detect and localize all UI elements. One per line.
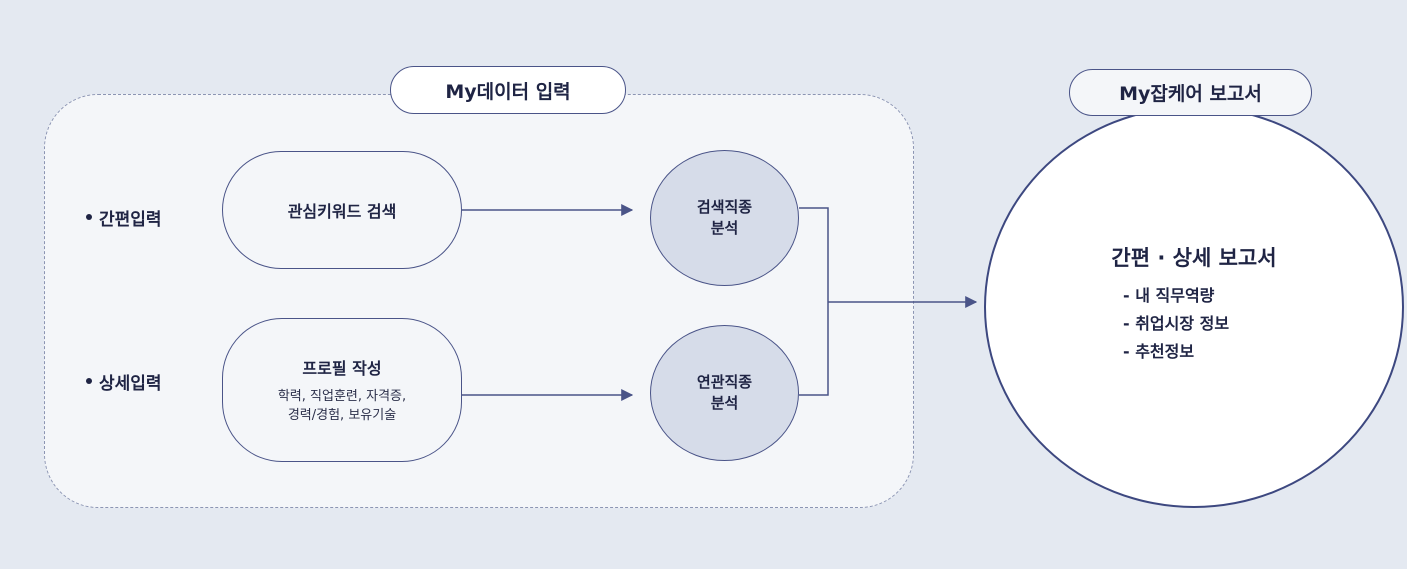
row-label-simple: 간편입력 [86,205,162,230]
analysis-related-occupation: 연관직종 분석 [650,325,799,461]
report-item: - 내 직무역량 [1123,286,1215,305]
report-item: - 취업시장 정보 [1123,314,1230,333]
analysis-search-occupation: 검색직종 분석 [650,150,799,286]
bracket-merge [799,207,829,396]
report-title-text: 간편 · 상세 보고서 [1111,246,1277,270]
keyword-search-title: 관심키워드 검색 [287,202,397,221]
profile-title: 프로필 작성 [302,359,382,378]
bullet-icon [86,214,92,220]
row-label-simple-text: 간편입력 [99,209,162,230]
report-circle [984,106,1404,508]
input-section-title-text: My데이터 입력 [445,80,571,103]
row-label-detail-text: 상세입력 [99,373,162,394]
profile-detail: 학력, 직업훈련, 자격증, 경력/경험, 보유기술 [278,387,406,425]
input-section-title: My데이터 입력 [390,66,626,114]
row-label-detail: 상세입력 [86,369,162,394]
profile-box: 프로필 작성 학력, 직업훈련, 자격증, 경력/경험, 보유기술 [222,318,462,462]
bullet-icon [86,378,92,384]
report-items: - 내 직무역량 - 취업시장 정보 - 추천정보 [1123,282,1343,366]
profile-detail-line: 학력, 직업훈련, 자격증, [277,389,407,404]
keyword-search-box: 관심키워드 검색 [222,151,462,269]
report-header: My잡케어 보고서 [1069,69,1312,116]
profile-detail-line: 경력/경험, 보유기술 [287,408,397,423]
report-item: - 추천정보 [1123,342,1195,361]
report-header-text: My잡케어 보고서 [1119,83,1262,105]
report-title: 간편 · 상세 보고서 [984,242,1404,272]
